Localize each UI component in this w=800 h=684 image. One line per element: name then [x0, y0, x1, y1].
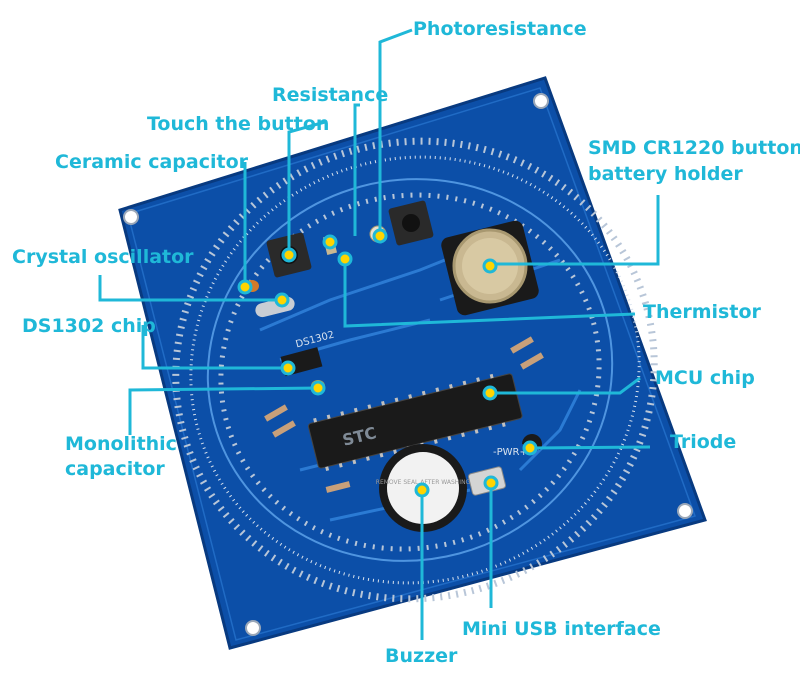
label-crystal-oscillator: Crystal oscillator — [12, 246, 194, 268]
label-monolithic-line1: Monolithic — [65, 433, 177, 455]
power-silkscreen: -PWR+ — [493, 447, 528, 458]
dot-smd-battery — [482, 258, 498, 274]
leader-touch-button — [287, 120, 326, 252]
label-smd-battery-line2: battery holder — [588, 163, 743, 185]
label-thermistor: Thermistor — [643, 301, 761, 323]
mounting-holes — [123, 93, 693, 636]
label-monolithic-line2: capacitor — [65, 458, 165, 480]
dot-ceramic-capacitor — [237, 279, 253, 295]
leader-resistance — [353, 103, 360, 236]
leader-lines — [98, 28, 660, 640]
dot-mini-usb — [483, 475, 499, 491]
dot-mcu — [482, 385, 498, 401]
anchor-dots — [237, 228, 538, 498]
dot-ds1302 — [280, 360, 296, 376]
label-smd-battery-line1: SMD CR1220 button — [588, 137, 800, 159]
dot-photoresistance — [372, 228, 388, 244]
dot-monolithic — [310, 380, 326, 396]
label-ds1302-chip: DS1302 chip — [22, 315, 156, 337]
dot-resistance — [322, 234, 338, 250]
dot-buzzer — [414, 482, 430, 498]
label-triode: Triode — [670, 431, 737, 453]
leader-smd-battery — [493, 195, 660, 266]
leader-ds1302 — [141, 325, 286, 370]
label-buzzer: Buzzer — [385, 645, 458, 667]
dot-touch-button — [281, 247, 297, 263]
label-ceramic-capacitor: Ceramic capacitor — [55, 151, 248, 173]
leader-mcu — [488, 376, 641, 395]
leader-crystal-oscillator — [98, 275, 280, 302]
leader-thermistor — [343, 259, 636, 328]
label-mini-usb: Mini USB interface — [462, 618, 661, 640]
label-resistance: Resistance — [272, 84, 389, 106]
dot-triode — [522, 440, 538, 456]
label-mcu-chip: MCU chip — [655, 367, 755, 389]
pcb-board — [118, 76, 707, 650]
dot-thermistor — [337, 251, 353, 267]
leader-monolithic — [128, 386, 321, 435]
leader-photoresistance — [378, 28, 413, 232]
label-touch-button: Touch the button — [147, 113, 330, 135]
mcu-chip: STC — [307, 373, 523, 471]
leader-triode — [531, 445, 651, 450]
label-photoresistance: Photoresistance — [413, 18, 587, 40]
dot-crystal-oscillator — [274, 292, 290, 308]
buzzer-sticker-text: REMOVE SEAL AFTER WASHING — [376, 479, 471, 486]
